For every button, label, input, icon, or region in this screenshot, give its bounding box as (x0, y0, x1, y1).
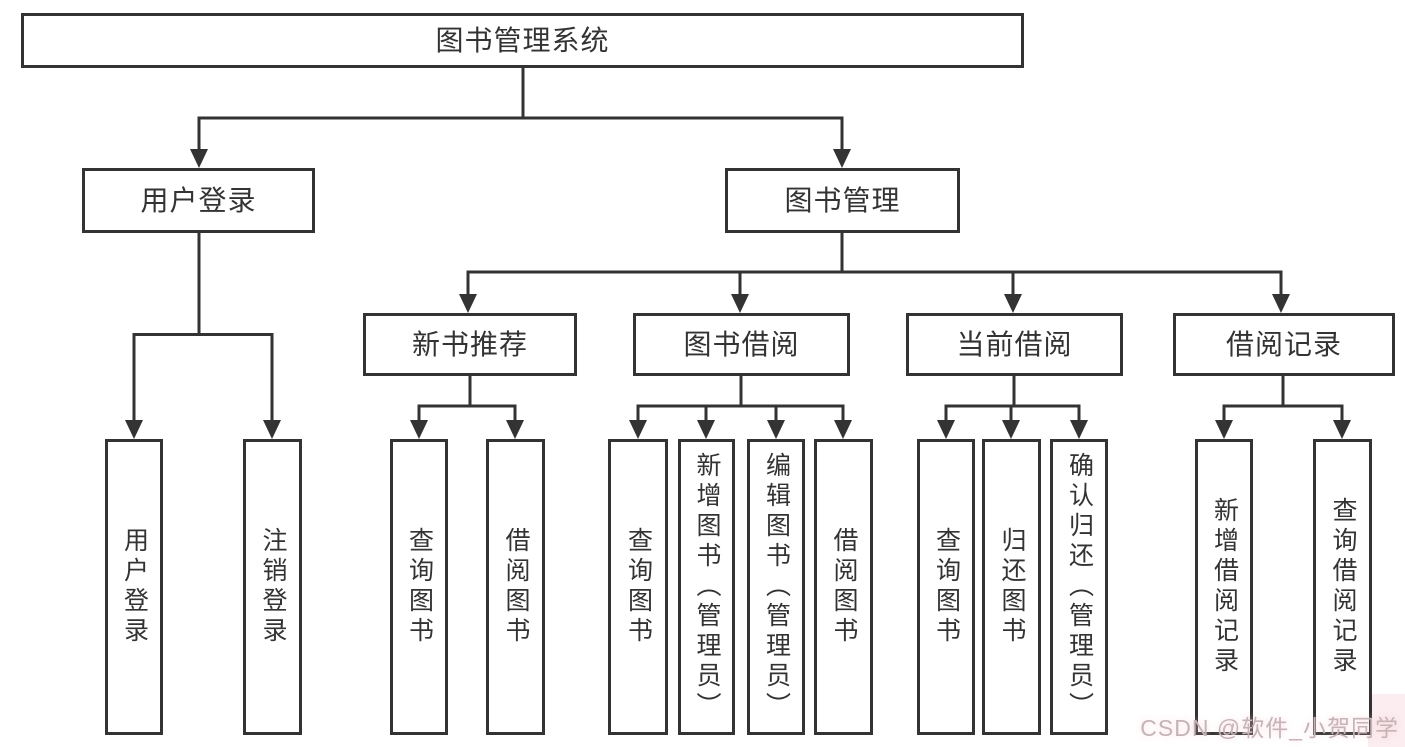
arrowhead-icon (506, 420, 524, 439)
leaf-borrow-books-recommend: 借阅图书 (486, 439, 545, 735)
leaf-add-borrow-record: 新增借阅记录 (1195, 439, 1253, 735)
leaf-logout: 注销登录 (243, 439, 302, 735)
arrowhead-icon (833, 149, 851, 168)
leaf-label: 查询图书 (624, 527, 653, 647)
connector-bookborrow-to-leaves (636, 376, 845, 421)
node-borrow-records: 借阅记录 (1173, 313, 1395, 376)
arrowhead-icon (834, 420, 852, 439)
csdn-watermark: CSDN @软件_小贺同学 (1140, 715, 1399, 741)
leaf-label: 归还图书 (998, 527, 1026, 647)
leaf-label: 查询借阅记录 (1329, 497, 1357, 677)
leaf-label: 查询图书 (405, 527, 434, 647)
arrowhead-icon (1215, 420, 1233, 439)
node-label: 图书管理 (784, 184, 901, 216)
connector-userlogin-to-leaves (132, 233, 274, 421)
arrowhead-icon (731, 294, 749, 313)
leaf-label: 借阅图书 (502, 527, 530, 647)
leaf-query-books-borrow: 查询图书 (608, 439, 668, 735)
leaf-add-books-admin: 新增图书（管理员） (678, 439, 735, 735)
node-label: 图书管理系统 (435, 24, 610, 56)
leaf-label: 查询图书 (932, 527, 961, 647)
node-book-management: 图书管理 (725, 168, 960, 233)
leaf-label: 新增借阅记录 (1210, 497, 1239, 677)
connector-borrowrecords-to-leaves (1222, 376, 1344, 421)
leaf-label: 注销登录 (259, 527, 287, 647)
node-label: 新书推荐 (411, 328, 528, 360)
arrowhead-icon (410, 420, 428, 439)
leaf-query-books-current: 查询图书 (917, 439, 975, 735)
leaf-label: 新增图书（管理员） (693, 452, 721, 722)
leaf-user-login: 用户登录 (105, 439, 163, 735)
leaf-edit-books-admin: 编辑图书（管理员） (747, 439, 805, 735)
arrowhead-icon (190, 149, 208, 168)
connector-bookmgmt-to-level3 (466, 233, 1283, 295)
leaf-label: 确认归还（管理员） (1065, 452, 1094, 722)
arrowhead-icon (767, 420, 785, 439)
arrowhead-icon (263, 420, 281, 439)
node-root-system: 图书管理系统 (21, 13, 1024, 68)
leaf-label: 借阅图书 (830, 527, 858, 647)
node-user-login: 用户登录 (82, 168, 315, 233)
leaf-query-borrow-record: 查询借阅记录 (1313, 439, 1372, 735)
leaf-return-books: 归还图书 (982, 439, 1041, 735)
arrowhead-icon (125, 420, 143, 439)
connector-paths (132, 68, 1344, 421)
node-label: 图书借阅 (683, 328, 800, 360)
node-label: 当前借阅 (956, 328, 1073, 360)
node-new-book-recommend: 新书推荐 (363, 313, 577, 376)
node-label: 用户登录 (140, 184, 257, 216)
connector-currentborrow-to-leaves (944, 376, 1081, 421)
arrowhead-icon (1004, 294, 1022, 313)
arrowhead-icon (629, 420, 647, 439)
leaf-borrow-books: 借阅图书 (814, 439, 873, 735)
node-label: 借阅记录 (1225, 328, 1342, 360)
arrowhead-icon (1272, 294, 1290, 313)
node-current-borrow: 当前借阅 (906, 313, 1123, 376)
arrowhead-icon (1070, 420, 1088, 439)
arrowhead-icon (697, 420, 715, 439)
leaf-query-books-recommend: 查询图书 (390, 439, 448, 735)
leaf-confirm-return-admin: 确认归还（管理员） (1050, 439, 1108, 735)
arrowhead-icon (1333, 420, 1351, 439)
leaf-label: 编辑图书（管理员） (762, 452, 791, 722)
arrowheads (125, 149, 1351, 439)
arrowhead-icon (937, 420, 955, 439)
arrowhead-icon (1002, 420, 1020, 439)
node-book-borrow: 图书借阅 (633, 313, 850, 376)
connector-root-to-level2 (197, 68, 844, 150)
connector-newbooks-to-leaves (417, 376, 517, 421)
leaf-label: 用户登录 (120, 527, 149, 647)
watermark-background-tint (1368, 694, 1405, 747)
arrowhead-icon (459, 294, 477, 313)
